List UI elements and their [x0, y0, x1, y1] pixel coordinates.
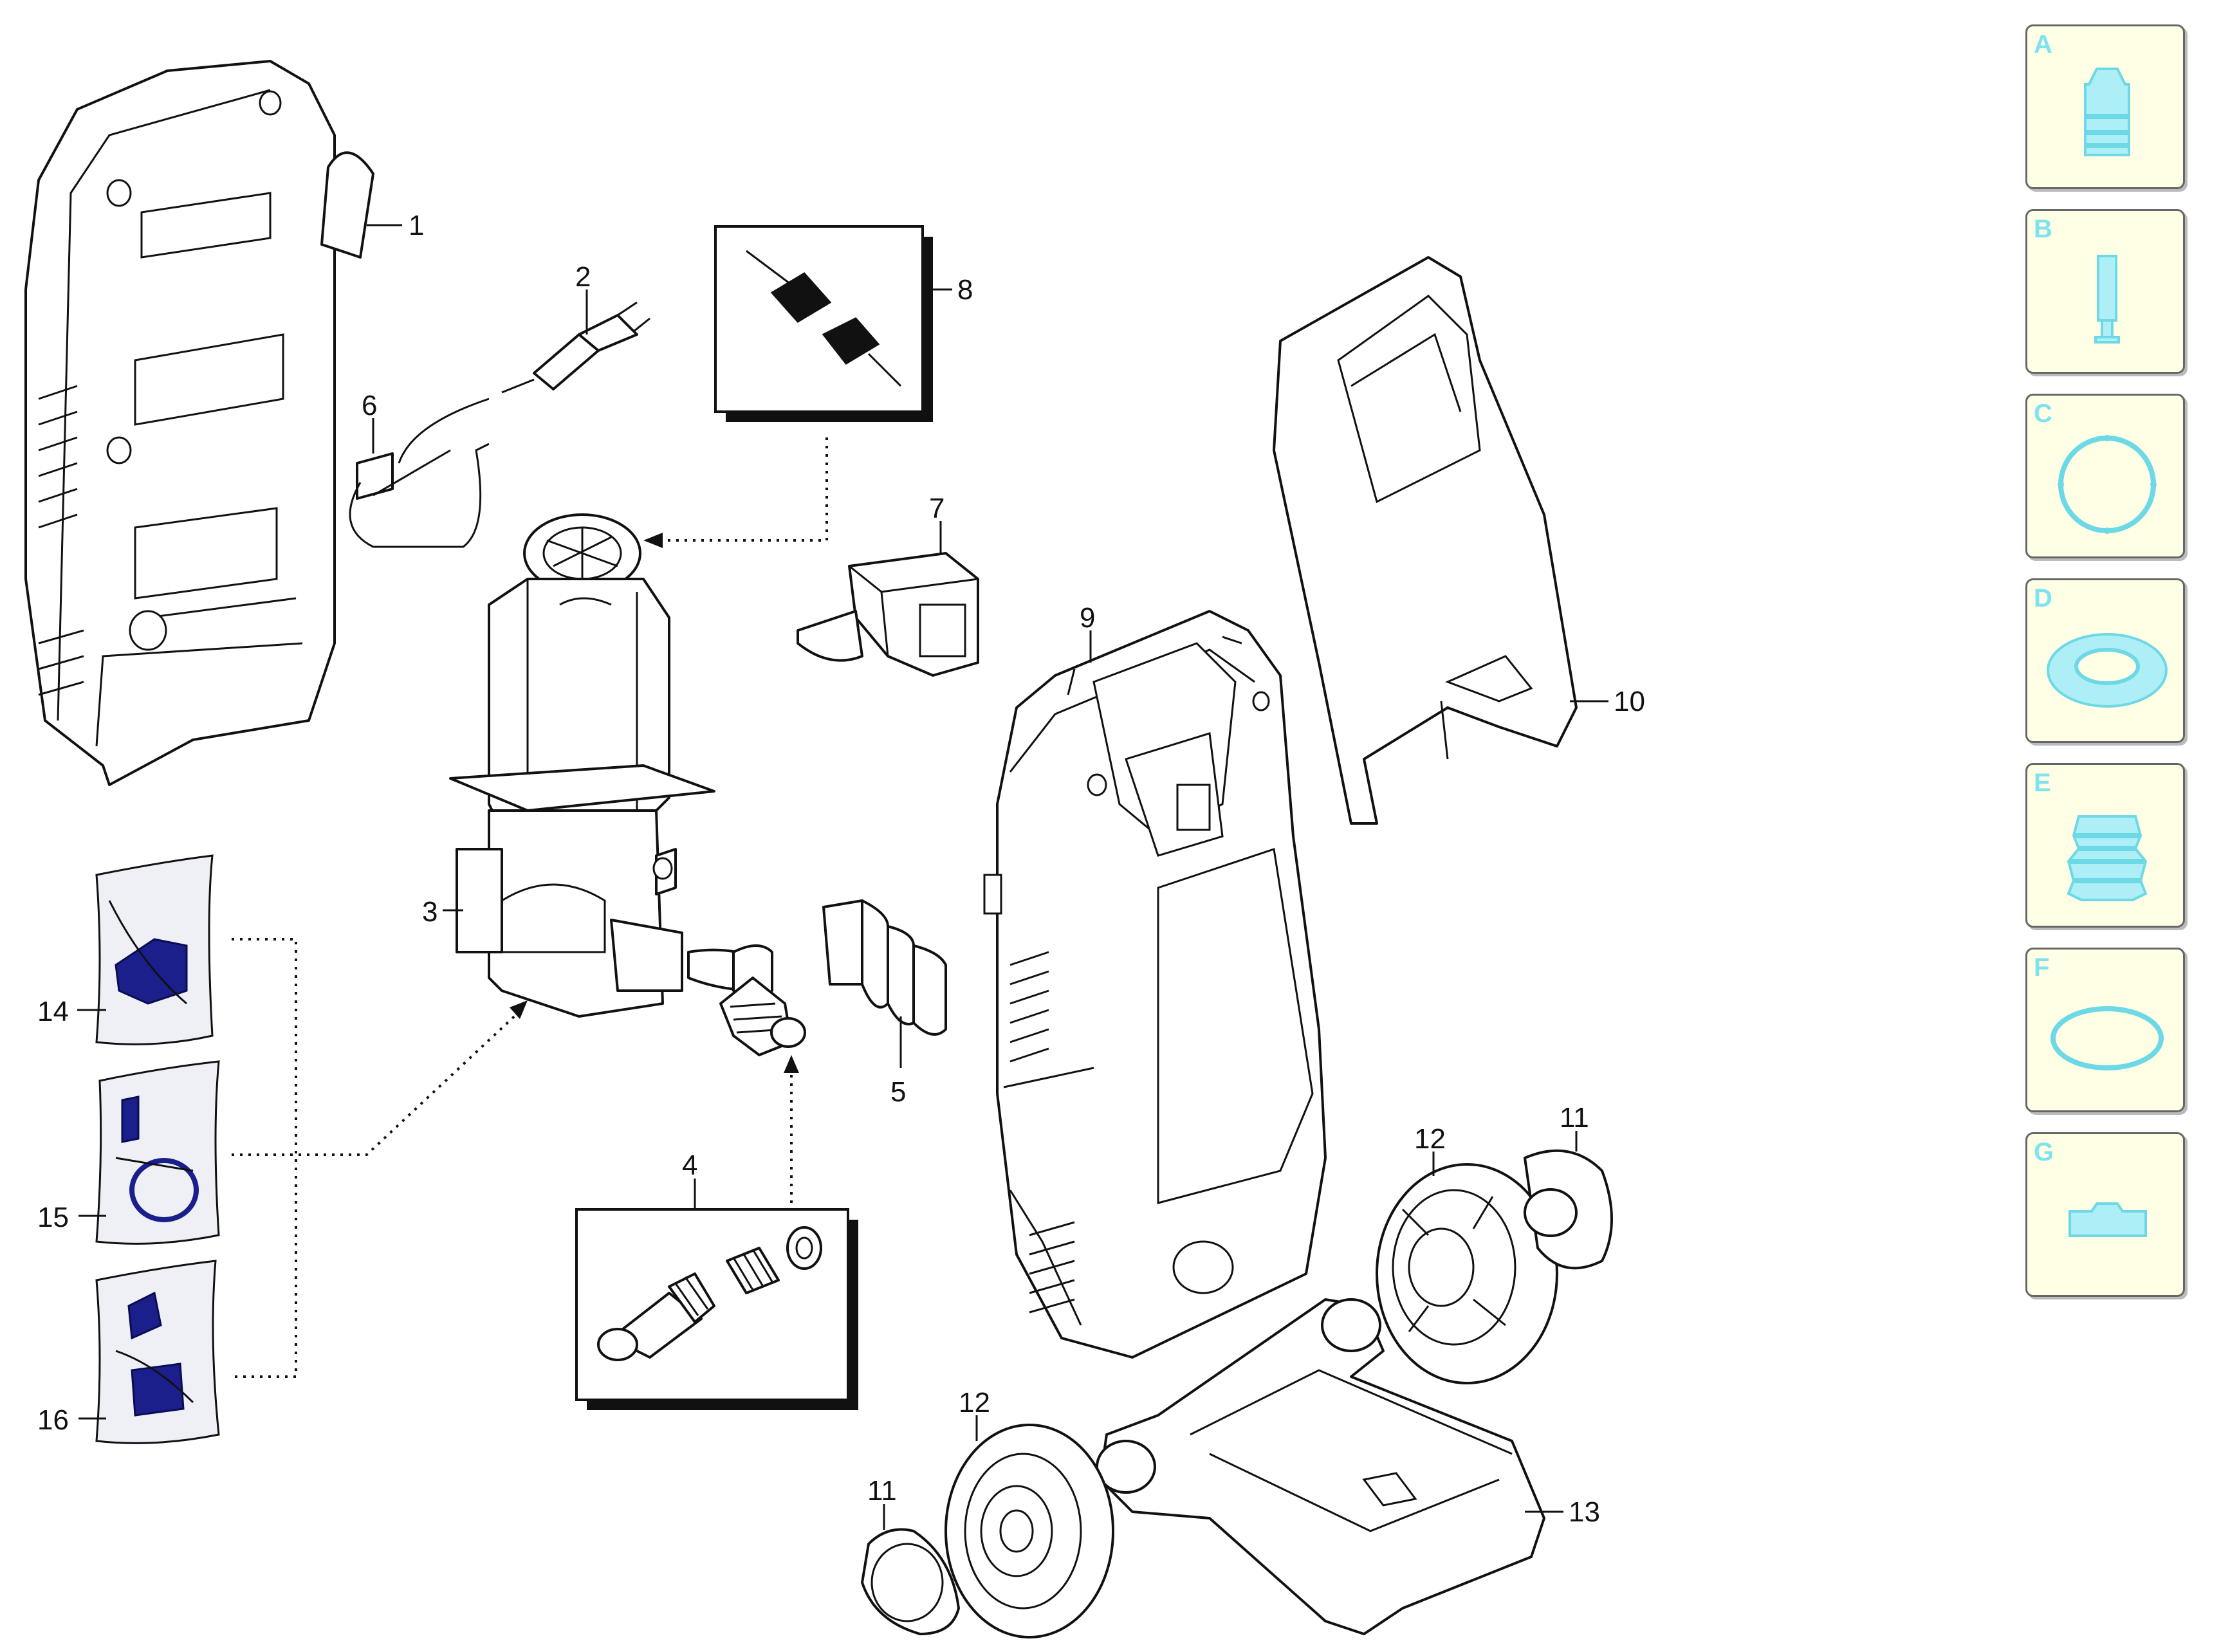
part-7-switch	[797, 552, 979, 677]
callout-6: 6	[362, 390, 377, 421]
part-11-wheel-cap-upper	[1524, 1149, 1613, 1270]
block-icon	[2069, 1202, 2147, 1237]
callout-1: 1	[409, 210, 424, 241]
legend-letter-a: A	[2034, 30, 2052, 59]
callout-5: 5	[890, 1076, 906, 1108]
part-9-front-housing	[983, 610, 1327, 1359]
callout-16: 16	[37, 1404, 69, 1436]
callout-13: 13	[1569, 1496, 1600, 1528]
callout-3: 3	[422, 896, 438, 928]
callout-2: 2	[575, 261, 591, 293]
legend-panel-b[interactable]: B	[2025, 209, 2185, 374]
callout-4: 4	[682, 1150, 697, 1181]
callout-7: 7	[929, 493, 944, 524]
legend-letter-d: D	[2034, 584, 2052, 612]
part-12-wheel-upper	[1376, 1163, 1558, 1384]
part-2-power-plug	[398, 301, 650, 464]
callout-11-lower: 11	[867, 1475, 897, 1507]
callout-11-upper: 11	[1560, 1102, 1589, 1133]
legend-panel-f[interactable]: F	[2025, 948, 2185, 1112]
part-15-service-kit	[95, 1060, 220, 1245]
callout-9: 9	[1080, 602, 1095, 634]
seal-ring-icon	[2058, 435, 2157, 534]
o-ring-icon	[2050, 1006, 2164, 1070]
part-1-rear-housing	[24, 60, 374, 786]
callout-15: 15	[37, 1202, 69, 1233]
legend-letter-e: E	[2034, 769, 2051, 797]
legend-letter-c: C	[2034, 399, 2052, 428]
part-10-handle-cover	[1273, 256, 1578, 825]
legend-letter-f: F	[2034, 953, 2050, 982]
flat-washer-icon	[2047, 633, 2168, 708]
callout-8: 8	[957, 274, 973, 306]
part-16-service-kit	[95, 1260, 220, 1444]
part-13-base-chassis	[1096, 1298, 1545, 1635]
part-5-hose-clip	[822, 899, 947, 1036]
filter-cap-icon	[2084, 68, 2130, 156]
part-8-carbon-brushes	[714, 225, 933, 422]
legend-panel-d[interactable]: D	[2025, 578, 2185, 743]
legend-panel-e[interactable]: E	[2025, 763, 2185, 928]
part-11-wheel-cap-lower	[861, 1528, 960, 1635]
legend-panel-g[interactable]: G	[2025, 1132, 2185, 1297]
part-4-connector-kit	[575, 1208, 858, 1410]
legend-panel-a[interactable]: A	[2025, 24, 2185, 189]
bellows-seal-icon	[2067, 815, 2148, 901]
legend-panel-c[interactable]: C	[2025, 394, 2185, 558]
legend-letter-g: G	[2034, 1138, 2054, 1166]
callout-14: 14	[37, 996, 69, 1027]
callout-10: 10	[1614, 686, 1645, 717]
hose-connector-fitting	[687, 944, 806, 1056]
legend-letter-b: B	[2034, 215, 2052, 243]
callout-12-lower: 12	[959, 1387, 990, 1418]
pin-icon	[2094, 255, 2120, 344]
callout-12-upper: 12	[1414, 1123, 1446, 1155]
part-6-cable-clamp	[349, 443, 490, 548]
part-3-motor-pump-unit	[449, 513, 715, 1018]
part-12-wheel-lower	[944, 1424, 1114, 1638]
part-14-service-kit	[95, 854, 214, 1045]
